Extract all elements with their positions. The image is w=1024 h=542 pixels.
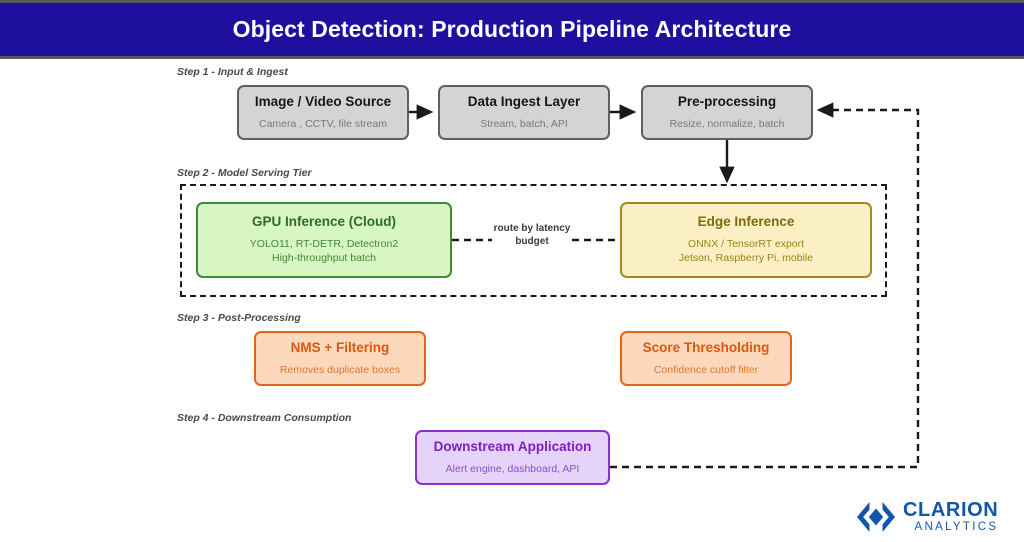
node-subtitle: Alert engine, dashboard, API	[445, 462, 580, 475]
page-title: Object Detection: Production Pipeline Ar…	[232, 16, 792, 42]
step-label-1: Step 1 - Input & Ingest	[177, 66, 288, 78]
node-title: NMS + Filtering	[290, 339, 390, 355]
node-title: Downstream Application	[433, 438, 592, 454]
node-subtitle: Camera , CCTV, file stream	[259, 117, 387, 130]
node-subtitle: Stream, batch, API	[480, 117, 568, 130]
node-subtitle-line-2: High-throughput batch	[272, 252, 376, 265]
brand-name: CLARION	[903, 499, 999, 522]
node-downstream-application[interactable]: Downstream Application Alert engine, das…	[415, 430, 610, 485]
node-score-thresholding[interactable]: Score Thresholding Confidence cutoff fil…	[620, 331, 792, 386]
brand-tagline: ANALYTICS	[914, 521, 999, 534]
node-title: Image / Video Source	[254, 93, 392, 109]
node-subtitle-line-1: YOLO11, RT-DETR, Detectron2	[249, 238, 399, 251]
node-title: GPU Inference (Cloud)	[251, 214, 396, 230]
node-title: Edge Inference	[697, 214, 795, 230]
step-label-2: Step 2 - Model Serving Tier	[177, 167, 312, 179]
node-title: Pre-processing	[677, 93, 777, 109]
node-subtitle: Confidence cutoff filter	[653, 363, 759, 376]
connector-label-route-by-latency: route by latency budget	[493, 223, 571, 247]
node-title: Data Ingest Layer	[467, 93, 581, 109]
node-pre-processing[interactable]: Pre-processing Resize, normalize, batch	[641, 85, 813, 140]
node-title: Score Thresholding	[642, 339, 770, 355]
step-label-3: Step 3 - Post-Processing	[177, 312, 301, 324]
node-subtitle-line-1: ONNX / TensorRT export	[687, 238, 805, 251]
step-label-4: Step 4 - Downstream Consumption	[177, 412, 352, 424]
node-subtitle: Removes duplicate boxes	[279, 363, 401, 376]
node-edge-inference[interactable]: Edge Inference ONNX / TensorRT export Je…	[620, 202, 872, 278]
node-image-video-source[interactable]: Image / Video Source Camera , CCTV, file…	[237, 85, 409, 140]
brand-wordmark: CLARION ANALYTICS	[903, 500, 998, 534]
header-bar: Object Detection: Production Pipeline Ar…	[0, 0, 1024, 59]
node-subtitle: Resize, normalize, batch	[669, 117, 785, 130]
diamond-chevron-logo-icon	[857, 502, 895, 532]
brand-logo: CLARION ANALYTICS	[856, 500, 998, 534]
node-data-ingest-layer[interactable]: Data Ingest Layer Stream, batch, API	[438, 85, 610, 140]
node-nms-filtering[interactable]: NMS + Filtering Removes duplicate boxes	[254, 331, 426, 386]
node-gpu-inference-cloud[interactable]: GPU Inference (Cloud) YOLO11, RT-DETR, D…	[196, 202, 452, 278]
node-subtitle-line-2: Jetson, Raspberry Pi, mobile	[678, 252, 814, 265]
